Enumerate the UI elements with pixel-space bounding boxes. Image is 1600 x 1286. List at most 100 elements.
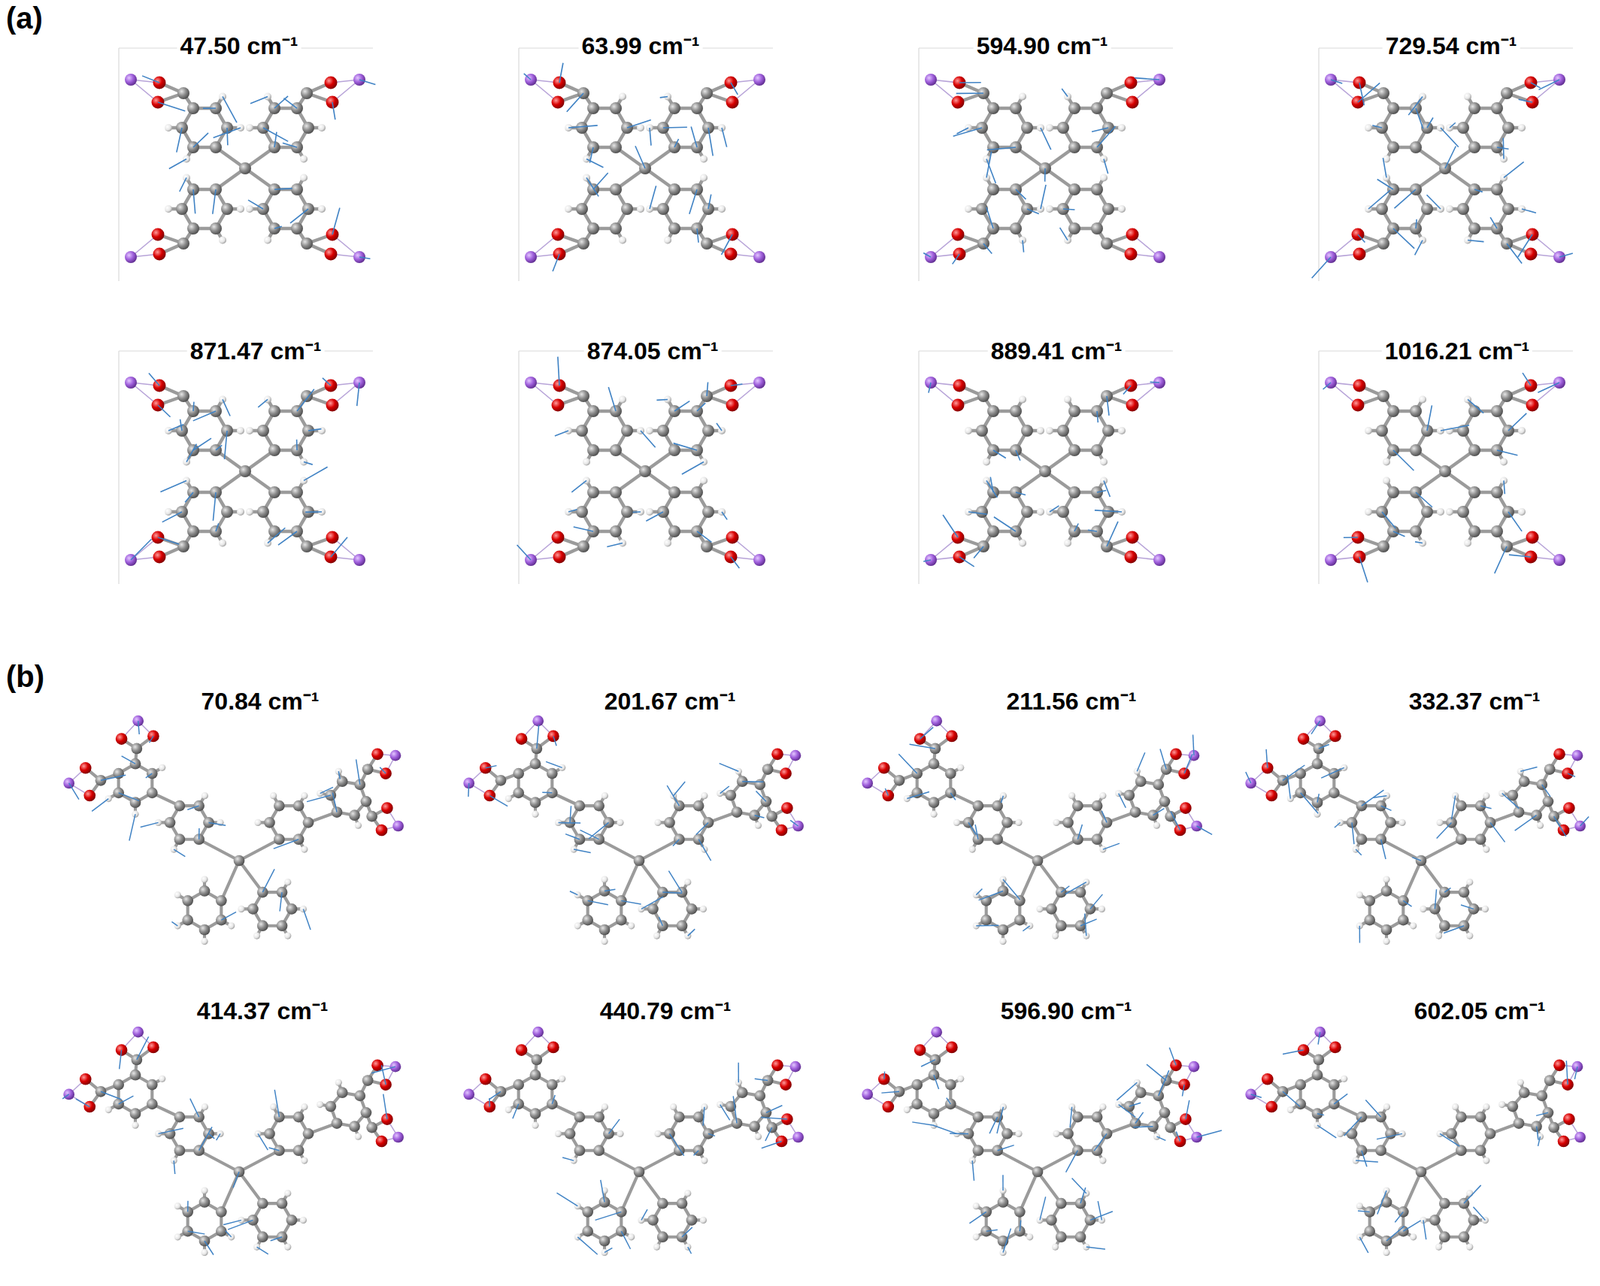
displacement-vector: [142, 75, 160, 83]
atom-sphere: [130, 796, 142, 809]
atom-sphere: [1457, 506, 1470, 519]
atom-sphere: [601, 792, 609, 800]
atom-sphere: [1082, 878, 1090, 886]
atom-sphere: [209, 405, 222, 418]
atom-sphere: [1063, 539, 1072, 548]
displacement-vector: [649, 127, 652, 146]
atom-sphere: [290, 183, 304, 196]
displacement-vector: [303, 466, 328, 481]
displacement-vector: [674, 139, 679, 148]
displacement-vector: [274, 226, 282, 229]
displacement-vector: [621, 900, 641, 905]
atom-sphere: [1100, 237, 1113, 250]
atom-sphere: [1068, 405, 1081, 418]
displacement-vector: [1015, 492, 1026, 495]
atom-sphere: [268, 405, 281, 418]
displacement-vector: [632, 511, 641, 513]
displacement-vector: [359, 257, 370, 259]
displacement-vector: [906, 792, 930, 800]
atom-sphere: [1036, 906, 1043, 913]
displacement-vector: [1027, 209, 1040, 214]
atom-sphere: [987, 405, 1000, 418]
displacement-vector: [635, 145, 646, 169]
displacement-vector: [909, 744, 936, 749]
atom-sphere: [621, 424, 634, 437]
molecule-model: [861, 715, 1213, 946]
atom-sphere: [273, 800, 285, 813]
displacement-vector: [674, 401, 690, 412]
atom-sphere: [1536, 779, 1548, 791]
atom-sphere: [273, 833, 285, 846]
atom-sphere: [1153, 822, 1161, 830]
atom-sphere: [1382, 476, 1391, 485]
displacement-vector: [173, 849, 185, 858]
atom-sphere: [621, 203, 634, 216]
atom-sphere: [1039, 465, 1052, 478]
atom-sphere: [1377, 237, 1390, 250]
displacement-vector: [649, 185, 657, 210]
displacement-vector: [274, 96, 288, 109]
atom-sphere: [700, 173, 708, 182]
displacement-vector: [1368, 190, 1391, 210]
atom-sphere: [1068, 141, 1081, 154]
atom-sphere: [1036, 508, 1045, 516]
atom-sphere: [771, 748, 784, 761]
atom-sphere: [1118, 124, 1126, 132]
atom-sphere: [945, 787, 957, 799]
displacement-vector: [303, 909, 311, 931]
displacement-vector: [282, 142, 297, 148]
atom-sphere: [987, 183, 1000, 196]
atom-sphere: [1102, 424, 1115, 437]
atom-sphere: [530, 758, 542, 770]
chemical-bond: [1421, 860, 1445, 893]
displacement-vector: [357, 382, 360, 407]
chemical-bond: [621, 860, 640, 901]
displacement-vector: [1103, 159, 1109, 174]
atom-sphere: [532, 715, 544, 728]
displacement-vector: [586, 177, 599, 197]
atom-sphere: [1553, 554, 1566, 567]
displacement-vector: [730, 384, 743, 386]
atom-sphere: [702, 424, 715, 437]
displacement-vector: [274, 188, 293, 190]
displacement-vector: [1044, 168, 1046, 182]
chemical-bond: [1403, 860, 1422, 901]
atom-sphere: [302, 121, 315, 134]
atom-sphere: [975, 506, 988, 519]
atom-sphere: [1363, 915, 1376, 927]
atom-sphere: [247, 903, 259, 916]
atom-sphere: [1147, 809, 1159, 822]
atom-sphere: [700, 906, 707, 913]
displacement-vector: [1515, 815, 1537, 831]
displacement-vector: [1522, 372, 1531, 386]
displacement-vector: [968, 512, 988, 515]
atom-sphere: [199, 924, 211, 937]
atom-sphere: [1421, 506, 1434, 519]
displacement-vector: [100, 775, 126, 781]
atom-sphere: [618, 395, 627, 404]
atom-sphere: [1468, 444, 1481, 457]
atom-sphere: [290, 222, 304, 235]
displacement-vector: [975, 924, 999, 927]
atom-sphere: [300, 458, 308, 467]
atom-sphere: [1490, 141, 1504, 154]
atom-sphere: [1312, 743, 1325, 755]
atom-sphere: [587, 102, 600, 115]
molecule-model: [118, 48, 376, 282]
atom-sphere: [980, 915, 992, 927]
atom-sphere: [1364, 124, 1373, 132]
displacement-vector: [1451, 796, 1456, 820]
atom-sphere: [1364, 427, 1373, 435]
atom-sphere: [1021, 424, 1034, 437]
displacement-vector: [226, 127, 228, 146]
displacement-vector: [645, 512, 664, 522]
displacement-vector: [986, 207, 994, 229]
displacement-vector: [1096, 490, 1107, 493]
displacement-vector: [959, 81, 982, 84]
displacement-vector: [604, 889, 616, 891]
atom-sphere: [945, 730, 958, 743]
atom-sphere: [181, 915, 194, 927]
atom-sphere: [1130, 806, 1142, 819]
displacement-vector: [641, 896, 664, 910]
atom-sphere: [1436, 819, 1443, 827]
